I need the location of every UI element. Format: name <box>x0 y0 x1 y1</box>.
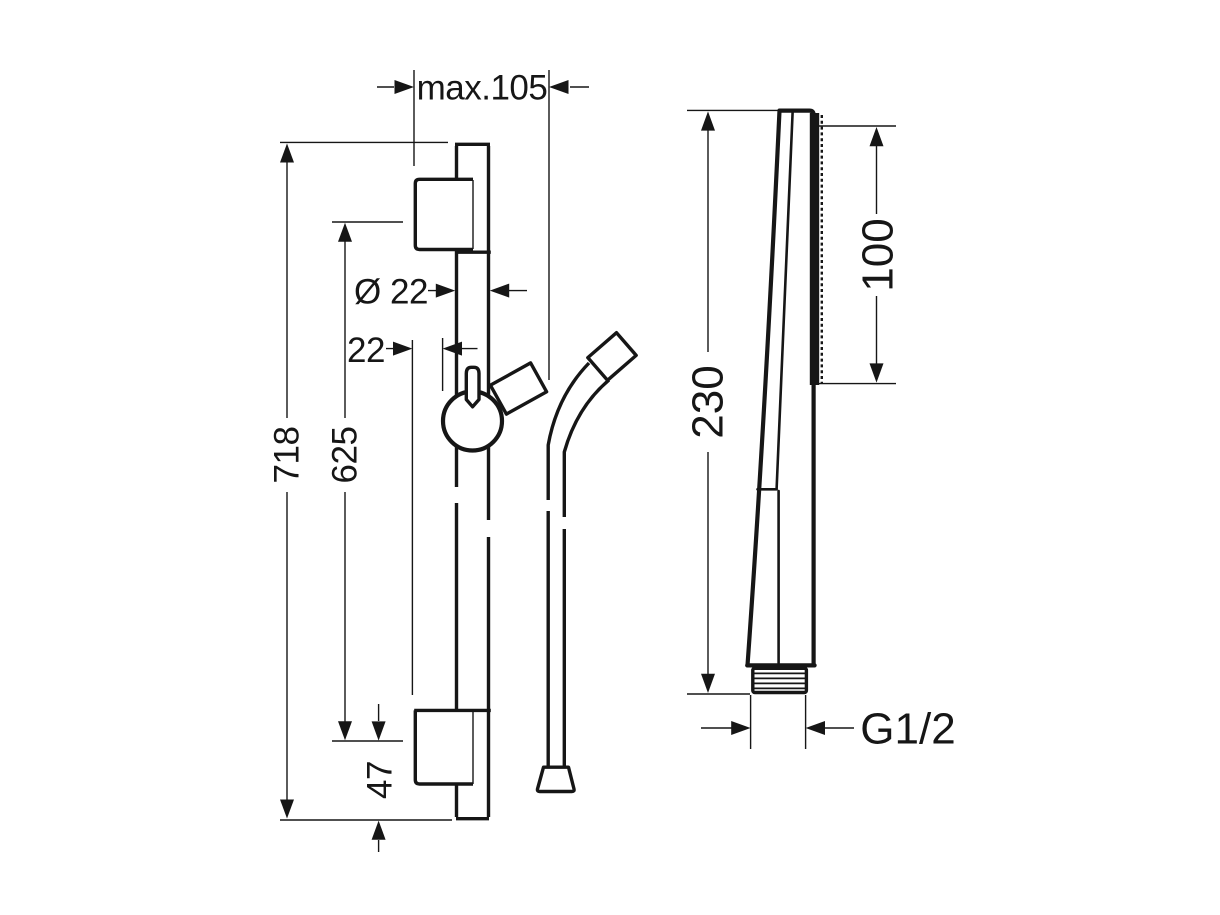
top-wall-bracket <box>413 177 491 254</box>
dim-bar-diameter: Ø 22 <box>354 272 527 311</box>
dim-wall-clearance: 22 <box>347 331 478 695</box>
dim-bottom-offset: 47 <box>360 704 399 852</box>
arrowhead-right-icon <box>731 721 751 735</box>
thread-connector <box>751 666 809 695</box>
arrowhead-down-icon <box>338 721 352 741</box>
arrowhead-left-icon <box>549 80 569 94</box>
dim-label-max-offset: max.105 <box>417 68 548 107</box>
arrowhead-right-icon <box>393 341 413 356</box>
shower-hose <box>535 331 638 794</box>
arrowhead-left-icon <box>489 283 510 298</box>
spray-face <box>809 113 820 385</box>
hand-shower-figure: 230 100 G1/2 <box>683 108 956 753</box>
arrowhead-down-icon <box>280 799 294 819</box>
slider-release-pin <box>464 365 481 409</box>
top-bracket-outline <box>413 177 473 252</box>
arrowhead-up-icon <box>280 143 294 163</box>
arrowhead-down-icon <box>371 721 386 741</box>
bottom-wall-bracket <box>413 708 491 786</box>
dim-label-overall-height: 718 <box>267 427 306 484</box>
dim-label-wall-clearance: 22 <box>347 331 385 370</box>
arrowhead-up-icon <box>371 820 386 840</box>
dim-lines <box>386 338 478 695</box>
arrowhead-down-icon <box>701 673 715 693</box>
dim-lines <box>332 221 403 742</box>
hand-shower-body <box>745 108 823 695</box>
dim-label-thread-size: G1/2 <box>860 704 955 753</box>
dim-spray-face: 100 <box>818 125 902 385</box>
dim-label-bottom-offset: 47 <box>360 761 399 799</box>
arrowhead-left-icon <box>442 341 462 356</box>
dim-max-wall-offset: max.105 <box>377 68 589 380</box>
shower-rail <box>454 142 491 821</box>
body-inner-edge <box>775 111 794 491</box>
dim-lines <box>377 70 589 380</box>
hose-inner-line <box>546 361 591 500</box>
dim-lines <box>701 695 854 749</box>
dim-lines <box>818 125 896 385</box>
rail-left-edge <box>454 146 491 817</box>
bottom-bracket-outline <box>413 710 473 786</box>
dim-label-hole-distance: 625 <box>325 427 364 484</box>
top-bracket-body <box>414 179 473 250</box>
dim-label-spray-face: 100 <box>853 218 902 291</box>
slider-unit <box>440 365 505 453</box>
hose-end-fitting <box>535 765 576 794</box>
dim-lines <box>687 109 779 695</box>
arrowhead-up-icon <box>338 222 352 242</box>
arrowhead-up-icon <box>869 127 884 147</box>
hose-connector <box>586 331 638 382</box>
handset-holder <box>488 361 549 416</box>
arrowhead-right-icon <box>394 80 414 94</box>
arrowhead-left-icon <box>805 721 825 735</box>
bottom-bracket-body <box>414 712 473 783</box>
body-left-edge <box>745 108 782 667</box>
arrowhead-up-icon <box>701 111 715 131</box>
dim-label-bar-diameter: Ø 22 <box>354 272 428 311</box>
wall-bar-figure: max.105 718 625 Ø 22 22 <box>267 68 638 852</box>
arrowhead-right-icon <box>435 283 456 298</box>
dim-hole-distance: 625 <box>325 221 403 742</box>
thread-lines <box>754 672 805 690</box>
dim-lines <box>280 141 452 821</box>
arrowhead-down-icon <box>869 363 884 383</box>
dim-handshower-length: 230 <box>683 109 779 695</box>
dim-overall-height: 718 <box>267 141 452 821</box>
body-top-right-edge <box>777 108 816 667</box>
hose-outer-line <box>562 378 611 517</box>
dim-thread-size: G1/2 <box>701 695 956 753</box>
dim-label-handshower-length: 230 <box>683 365 732 438</box>
